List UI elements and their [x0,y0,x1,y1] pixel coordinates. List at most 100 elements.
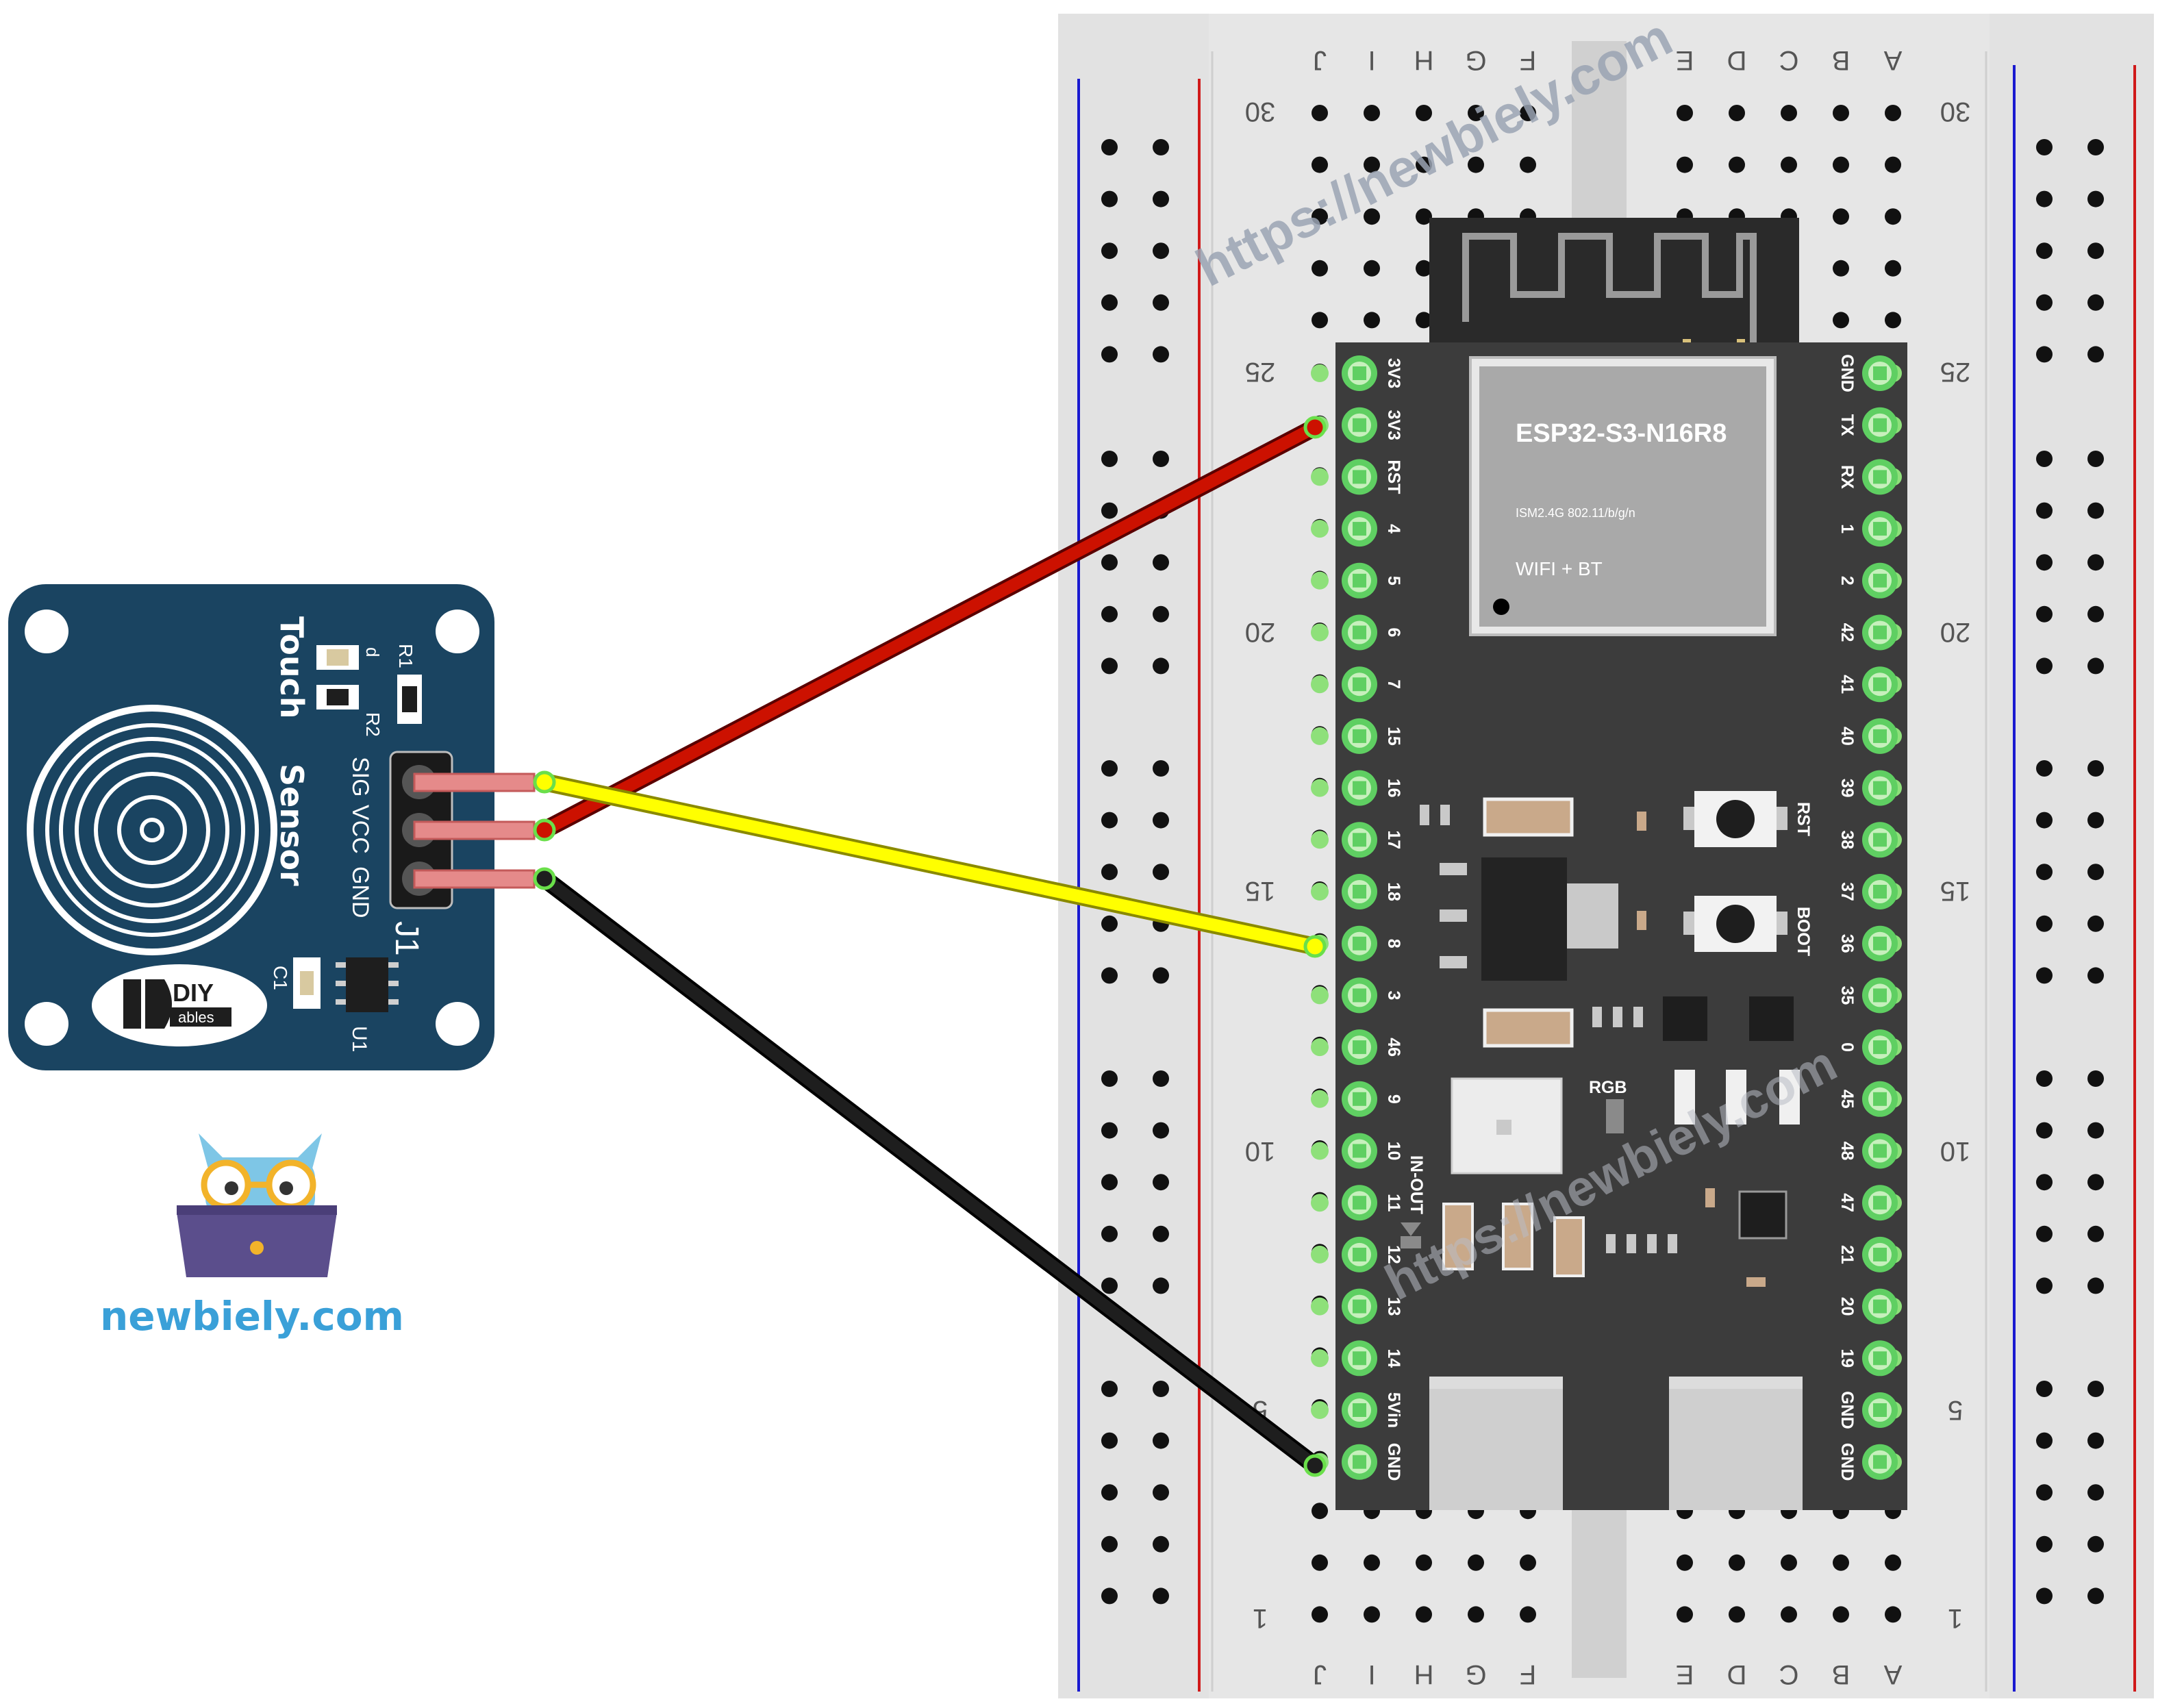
boot-button[interactable] [1683,896,1787,952]
usb-port-left[interactable] [1429,1377,1563,1510]
rst-button[interactable] [1683,791,1787,847]
breadboard-hole-active[interactable] [1311,1142,1329,1160]
breadboard-hole[interactable] [1833,208,1849,225]
breadboard-hole[interactable] [1833,1554,1849,1571]
esp32-pin[interactable] [1342,407,1377,443]
breadboard-hole[interactable] [1833,312,1849,329]
esp32-pin[interactable] [1862,1444,1898,1480]
esp32-pin[interactable] [1862,1133,1898,1169]
rail-hole[interactable] [2087,760,2104,777]
rail-hole[interactable] [1153,1432,1169,1449]
breadboard-hole[interactable] [1416,208,1432,225]
rail-hole[interactable] [1101,1174,1118,1191]
breadboard-hole-active[interactable] [1311,364,1329,382]
rail-hole[interactable] [1153,1277,1169,1294]
esp32-pin[interactable] [1862,822,1898,858]
breadboard-hole[interactable] [1312,260,1328,277]
rail-hole[interactable] [2036,760,2053,777]
breadboard-hole[interactable] [1729,105,1745,121]
rail-hole[interactable] [2036,1070,2053,1087]
rail-hole[interactable] [2036,190,2053,208]
rail-hole[interactable] [2087,1122,2104,1139]
esp32-pin[interactable] [1862,874,1898,909]
esp32-pin[interactable] [1342,977,1377,1014]
rail-hole[interactable] [1101,1381,1118,1397]
rail-hole[interactable] [2087,1225,2104,1242]
rail-hole[interactable] [2036,1174,2053,1191]
esp32-pin[interactable] [1342,1185,1377,1221]
rail-hole[interactable] [2036,812,2053,829]
breadboard-hole[interactable] [1677,1554,1693,1571]
breadboard-hole[interactable] [1781,1554,1797,1571]
rail-hole[interactable] [1153,1174,1169,1191]
esp32-pin[interactable] [1862,770,1898,806]
rail-hole[interactable] [1101,1070,1118,1087]
breadboard-hole[interactable] [1520,156,1536,173]
rail-hole[interactable] [2036,1225,2053,1242]
esp32-pin[interactable] [1862,407,1898,443]
esp32-pin[interactable] [1342,1340,1377,1377]
rail-hole[interactable] [2036,139,2053,155]
esp32-pin[interactable] [1862,666,1898,703]
rail-hole[interactable] [1153,864,1169,881]
rail-hole[interactable] [1153,1587,1169,1605]
breadboard-hole[interactable] [1416,260,1432,277]
rail-hole[interactable] [2036,967,2053,984]
esp32-pin[interactable] [1862,1236,1898,1272]
breadboard-hole-active[interactable] [1311,1401,1329,1419]
esp32-pin[interactable] [1862,1029,1898,1066]
rail-hole[interactable] [2087,1381,2104,1397]
rail-hole[interactable] [2087,812,2104,829]
esp32-pin[interactable] [1862,1185,1898,1221]
rail-hole[interactable] [2036,1432,2053,1449]
breadboard-hole[interactable] [1885,312,1901,329]
rail-hole[interactable] [1101,657,1118,675]
breadboard-hole-active[interactable] [1311,1090,1329,1108]
rail-hole[interactable] [2087,554,2104,571]
rail-hole[interactable] [1101,605,1118,623]
rail-hole[interactable] [2036,864,2053,881]
esp32-pin[interactable] [1342,1236,1377,1272]
esp32-pin[interactable] [1342,822,1377,858]
rail-hole[interactable] [1101,554,1118,571]
rail-hole[interactable] [2087,1277,2104,1294]
breadboard-hole-active[interactable] [1311,623,1329,642]
esp32-pin[interactable] [1342,1392,1377,1428]
rail-hole[interactable] [2087,294,2104,311]
rail-hole[interactable] [2036,1277,2053,1294]
breadboard-hole[interactable] [1781,1606,1797,1623]
esp32-pin[interactable] [1342,459,1377,495]
rail-hole[interactable] [1153,190,1169,208]
breadboard-hole-active[interactable] [1311,779,1329,797]
breadboard-hole[interactable] [1468,1554,1484,1571]
breadboard-hole[interactable] [1312,105,1328,121]
breadboard-hole[interactable] [1885,105,1901,121]
breadboard-hole[interactable] [1729,1606,1745,1623]
breadboard-hole[interactable] [1312,1554,1328,1571]
rail-hole[interactable] [1101,1225,1118,1242]
breadboard-hole[interactable] [1729,156,1745,173]
rail-hole[interactable] [1101,1277,1118,1294]
breadboard-hole-active[interactable] [1311,1349,1329,1368]
breadboard-hole[interactable] [1468,156,1484,173]
rail-hole[interactable] [1153,294,1169,311]
breadboard-hole[interactable] [1364,1606,1380,1623]
breadboard-hole[interactable] [1312,1606,1328,1623]
rail-hole[interactable] [1153,812,1169,829]
rail-hole[interactable] [1153,1535,1169,1553]
breadboard-hole-active[interactable] [1311,1038,1329,1057]
esp32-pin[interactable] [1862,977,1898,1014]
rail-hole[interactable] [1101,294,1118,311]
brand-site[interactable]: newbiely.com [100,1293,404,1340]
breadboard-hole[interactable] [1416,312,1432,329]
esp32-pin[interactable] [1862,355,1898,391]
breadboard-hole[interactable] [1312,1503,1328,1520]
breadboard-hole[interactable] [1312,156,1328,173]
esp32-pin[interactable] [1342,614,1377,651]
rail-hole[interactable] [2087,915,2104,932]
breadboard-hole[interactable] [1885,208,1901,225]
breadboard-hole-active[interactable] [1311,571,1329,590]
rail-hole[interactable] [1153,1381,1169,1397]
rail-hole[interactable] [1153,346,1169,363]
rail-hole[interactable] [1153,1225,1169,1242]
